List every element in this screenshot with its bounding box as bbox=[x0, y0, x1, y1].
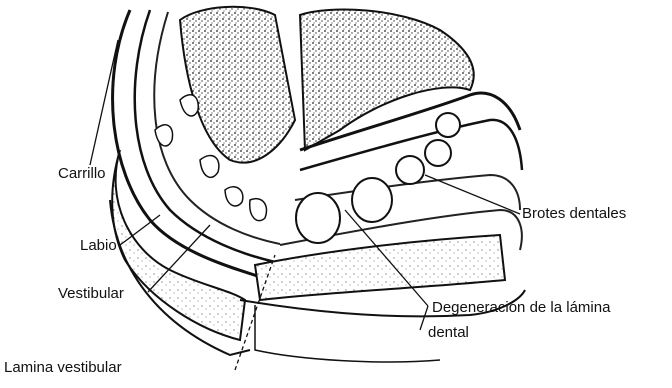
tooth-bud-3 bbox=[396, 156, 424, 184]
lamina-fold-3 bbox=[200, 156, 219, 178]
lamina-fold-2 bbox=[180, 95, 198, 116]
tooth-bud-5 bbox=[436, 113, 460, 137]
leader-dental bbox=[420, 306, 428, 330]
label-vestibular: Vestibular bbox=[58, 286, 124, 301]
lamina-fold-4 bbox=[225, 187, 243, 206]
label-labio: Labio bbox=[80, 238, 117, 253]
tongue-mass-left bbox=[180, 7, 295, 163]
label-degeneracion-line1: Degeneración de la lámina bbox=[432, 300, 610, 315]
lamina-fold-5 bbox=[250, 199, 267, 221]
tooth-bud-1 bbox=[296, 193, 340, 243]
label-lamina-vestibular: Lamina vestibular bbox=[4, 360, 122, 375]
leader-brotes bbox=[425, 175, 520, 214]
label-degeneracion-line2: dental bbox=[428, 325, 469, 340]
label-carrillo: Carrillo bbox=[58, 166, 106, 181]
label-brotes-dentales: Brotes dentales bbox=[522, 206, 626, 221]
lower-band bbox=[255, 235, 505, 300]
lamina-fold-1 bbox=[155, 125, 173, 146]
tooth-bud-2 bbox=[352, 178, 392, 222]
tooth-bud-4 bbox=[425, 140, 451, 166]
